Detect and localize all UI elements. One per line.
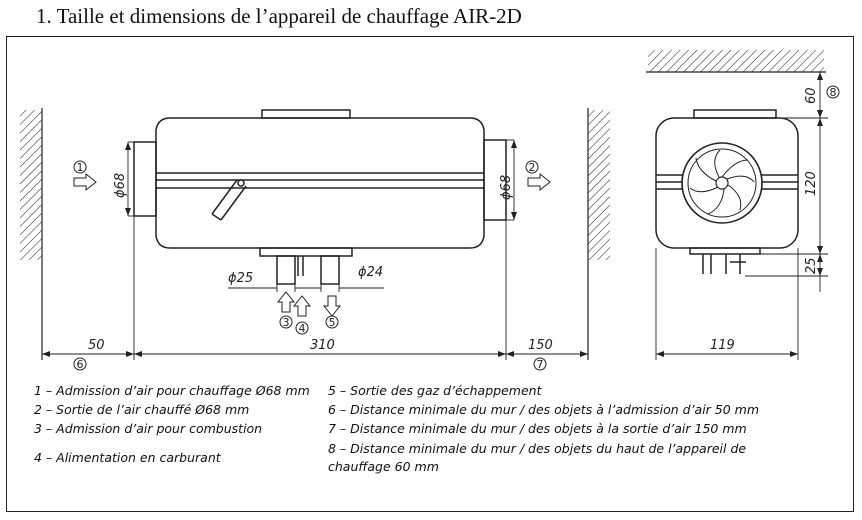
legend-item-4: 4 – Alimentation en carburant (34, 450, 221, 465)
svg-text:7: 7 (537, 358, 544, 371)
dim-top-clearance: 60 (804, 87, 819, 104)
dim-wall-left: 50 (88, 338, 105, 353)
legend-item-6: 6 – Distance minimale du mur / des objet… (328, 402, 760, 417)
diameter-inlet-dim: ϕ68 (113, 141, 134, 217)
legend-item-3: 3 – Admission d’air pour combustion (34, 421, 263, 436)
dim-length: 310 (310, 338, 335, 353)
dim-bottom: 25 (804, 257, 819, 274)
fan-icon (681, 142, 763, 224)
heater-side-view (133, 109, 507, 285)
dim-wall-right: 150 (528, 338, 553, 353)
dim-height: 120 (804, 171, 819, 196)
svg-text:ϕ68: ϕ68 (499, 175, 514, 200)
marker-3: 3 (283, 316, 290, 329)
pipe-diameter-dims (228, 284, 384, 292)
dim-width: 119 (710, 338, 735, 353)
svg-text:1: 1 (77, 161, 84, 174)
right-wall (587, 108, 610, 360)
marker-7-group: 7 (533, 357, 547, 371)
combustion-air-arrow (276, 291, 342, 335)
legend-item-5: 5 – Sortie des gaz d’échappement (328, 383, 542, 398)
marker-8-group: 8 (826, 85, 840, 99)
svg-text:8: 8 (830, 86, 837, 99)
svg-text:ϕ68: ϕ68 (113, 173, 128, 198)
marker-4: 4 (299, 322, 306, 335)
left-wall (20, 108, 43, 360)
svg-text:6: 6 (77, 358, 84, 371)
legend-item-1: 1 – Admission d’air pour chauffage Ø68 m… (34, 383, 310, 398)
pipe-left-diameter: ϕ25 (228, 271, 253, 286)
marker-5: 5 (329, 316, 336, 329)
legend-item-2: 2 – Sortie de l’air chauffé Ø68 mm (34, 402, 250, 417)
drawing-frame (6, 36, 854, 512)
pipe-right-diameter: ϕ24 (358, 265, 383, 280)
legend-item-8: 8 – Distance minimale du mur / des objet… (328, 441, 747, 474)
marker-6-group: 6 (73, 357, 87, 371)
diameter-outlet-dim: ϕ68 (499, 139, 517, 221)
outlet-flow-arrow: 2 (525, 160, 551, 192)
ceiling (646, 50, 826, 73)
page-title: 1. Taille et dimensions de l’appareil de… (36, 4, 522, 28)
legend-item-7: 7 – Distance minimale du mur / des objet… (328, 421, 747, 436)
horizontal-dims (42, 216, 799, 360)
vertical-dims (745, 72, 828, 292)
svg-text:2: 2 (529, 161, 536, 174)
inlet-flow-arrow: 1 (73, 160, 97, 192)
